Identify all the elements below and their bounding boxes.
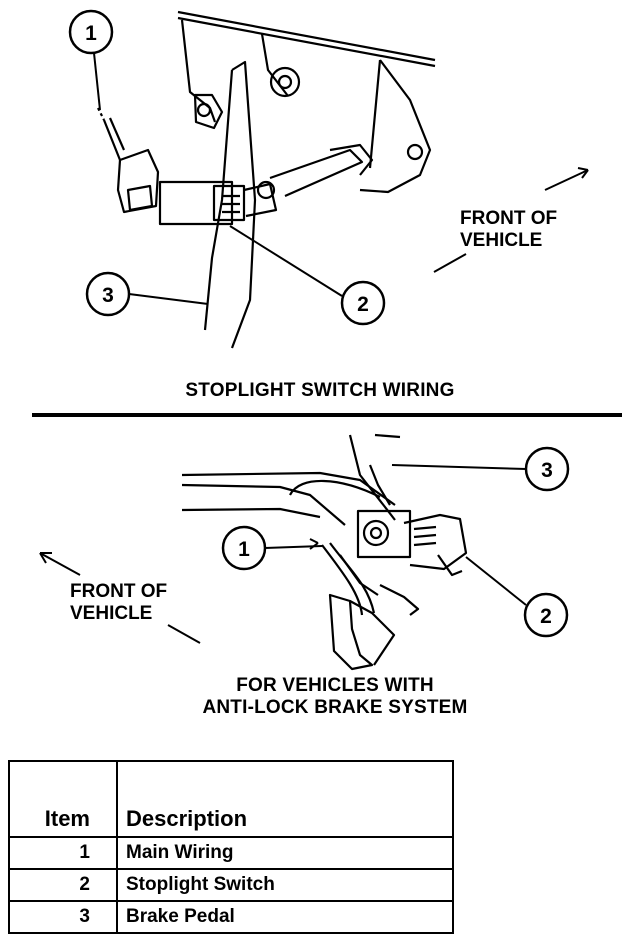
- description-column-header: Description: [116, 760, 454, 838]
- bottom-figure-caption: FOR VEHICLES WITH ANTI-LOCK BRAKE SYSTEM: [150, 675, 520, 719]
- bottom-front-of-vehicle-label: FRONT OF VEHICLE: [70, 581, 167, 625]
- item-number: 2: [8, 868, 118, 902]
- top-callout-3: 3: [102, 284, 114, 307]
- bottom-front-label-line2: VEHICLE: [70, 603, 153, 624]
- top-front-label-line1: FRONT OF: [460, 208, 558, 229]
- bottom-callout-2: 2: [540, 605, 552, 628]
- top-front-label-line2: VEHICLE: [460, 230, 543, 251]
- parts-legend-table: Item Description 1 Main Wiring 2 Stoplig…: [8, 760, 454, 934]
- bottom-callout-1: 1: [238, 538, 250, 561]
- top-callout-2: 2: [357, 293, 369, 316]
- bottom-caption-line2: ANTI-LOCK BRAKE SYSTEM: [202, 697, 468, 718]
- bottom-front-label-line1: FRONT OF: [70, 581, 168, 602]
- item-description: Stoplight Switch: [116, 868, 454, 902]
- table-row: 1 Main Wiring: [8, 836, 454, 870]
- item-column-header: Item: [8, 760, 118, 838]
- bottom-caption-line1: FOR VEHICLES WITH: [236, 675, 434, 696]
- table-row: 2 Stoplight Switch: [8, 868, 454, 902]
- top-callout-1: 1: [85, 22, 97, 45]
- bottom-callout-3: 3: [541, 459, 553, 482]
- abs-stoplight-switch-illustration: 3 1 2: [39, 433, 570, 671]
- stoplight-switch-wiring-illustration: 1 3 2: [32, 9, 622, 417]
- item-number: 3: [8, 900, 118, 934]
- table-header-row: Item Description: [8, 760, 454, 838]
- top-figure-caption: STOPLIGHT SWITCH WIRING: [185, 380, 455, 401]
- item-number: 1: [8, 836, 118, 870]
- top-front-of-vehicle-label: FRONT OF VEHICLE: [460, 208, 557, 252]
- item-description: Main Wiring: [116, 836, 454, 870]
- table-row: 3 Brake Pedal: [8, 900, 454, 934]
- item-description: Brake Pedal: [116, 900, 454, 934]
